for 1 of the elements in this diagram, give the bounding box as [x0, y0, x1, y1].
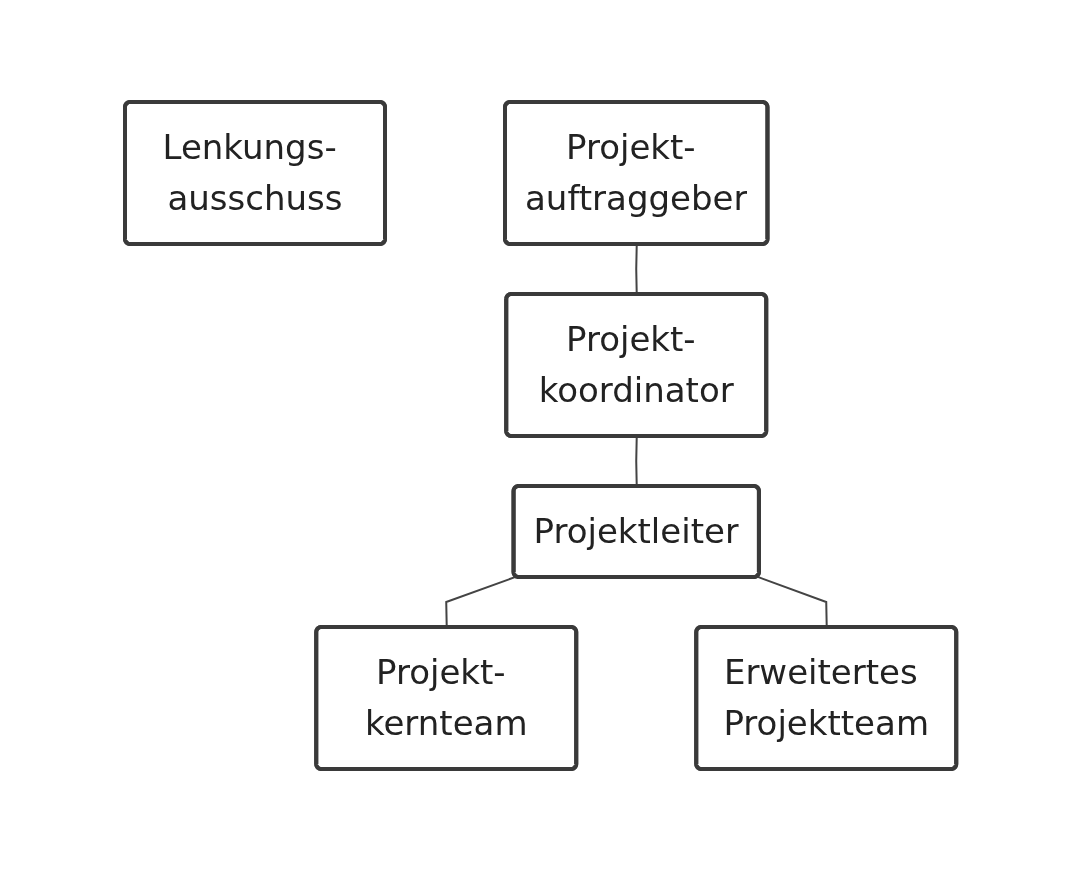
- node-text: Lenkungs- ausschuss: [162, 127, 343, 218]
